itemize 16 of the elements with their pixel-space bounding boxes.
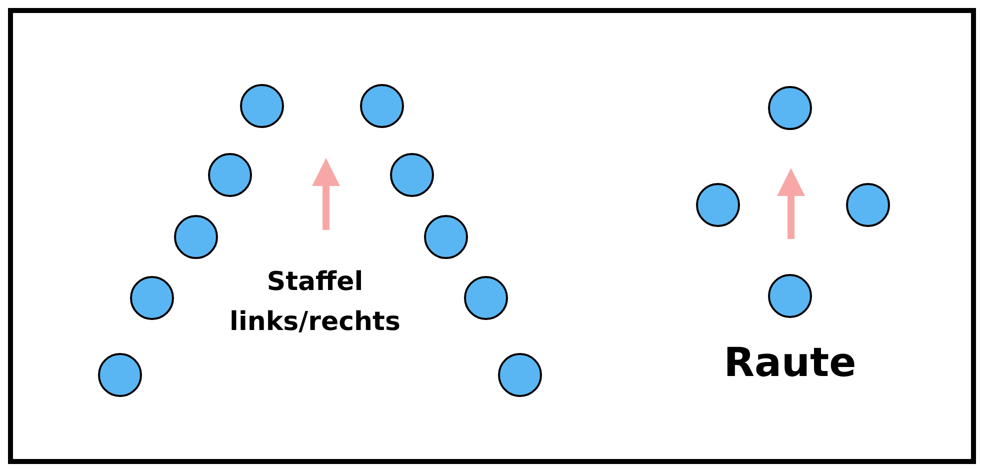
formation-title: Raute <box>722 339 858 388</box>
player-circle <box>390 153 434 197</box>
player-circle <box>208 153 252 197</box>
player-circle <box>174 215 218 259</box>
player-circle <box>240 84 284 128</box>
player-circle <box>768 274 812 318</box>
player-circle <box>768 86 812 130</box>
player-circle <box>498 353 542 397</box>
player-circle <box>98 353 142 397</box>
player-circle <box>130 276 174 320</box>
player-circle <box>846 183 890 227</box>
player-circle <box>464 276 508 320</box>
formation-label: Staffel links/rechts <box>228 266 402 340</box>
player-circle <box>360 84 404 128</box>
player-circle <box>424 215 468 259</box>
player-circle <box>696 183 740 227</box>
